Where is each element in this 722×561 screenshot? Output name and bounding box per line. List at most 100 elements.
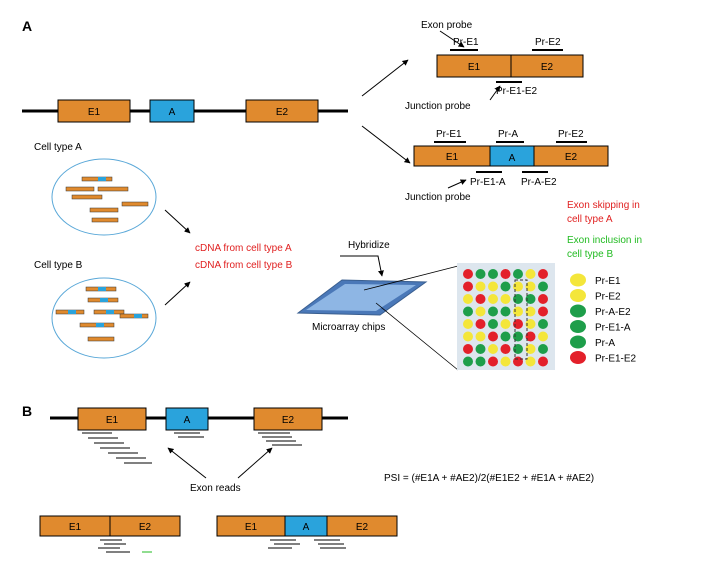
legend-dot [570, 273, 586, 287]
legend-dot [570, 304, 586, 318]
exon-reads-a [174, 432, 204, 438]
b-inc-e1-label: E1 [245, 522, 258, 533]
b-skip-transcript: E1 E2 [39, 515, 181, 553]
array-dot [525, 344, 536, 354]
pr-a-e2-label: Pr-A-E2 [521, 177, 557, 188]
b-skip-e2 [109, 515, 181, 537]
junction-reads-include [268, 539, 346, 549]
exon-reads-e2 [258, 432, 302, 446]
exon-probe-arrow [439, 30, 465, 48]
array-dot [500, 281, 511, 292]
legend-dot [570, 289, 586, 302]
cdna-b-label: cDNA from cell type B [195, 260, 293, 271]
cell-type-a-label: Cell type A [34, 142, 82, 153]
b-skip-e1-label: E1 [69, 522, 82, 533]
reads-arrow-right [237, 447, 273, 479]
b-inc-e2 [326, 515, 398, 537]
array-dot [475, 294, 486, 304]
b-skip-e2-label: E2 [139, 522, 152, 533]
array-dot [525, 319, 536, 329]
reads-arrow-left [167, 447, 207, 479]
exon-a [149, 99, 195, 123]
array-dot [525, 269, 536, 279]
exon-e1-label: E1 [88, 107, 101, 118]
array-dot [475, 306, 486, 317]
legend-dot [570, 320, 586, 333]
array-dot [500, 306, 511, 317]
legend-label: Pr-E1-E2 [595, 354, 637, 365]
psi-formula: PSI = (#E1A + #AE2)/2(#E1E2 + #E1A + #AE… [384, 473, 594, 484]
array-dot [488, 306, 498, 317]
exon-a-label: A [169, 107, 176, 118]
array-dot [513, 269, 523, 279]
hybridize-arrow [340, 255, 384, 277]
skipping-transcript: Exon probe Pr-E1 Pr-E2 E1 E2 Pr-E1-E2 Ju… [405, 20, 584, 112]
array-dot [538, 344, 548, 354]
cell-b-ellipse [51, 277, 157, 359]
array-dot [475, 344, 486, 354]
exon-e2-mid [533, 145, 609, 167]
array-dot [538, 356, 548, 367]
inclusion-transcript: Pr-E1 Pr-A Pr-E2 E1 A E2 Pr-E1-A Pr-A-E2… [405, 129, 609, 203]
array-dot [525, 294, 536, 304]
array-dot [463, 331, 473, 342]
array-dot [463, 356, 473, 367]
array-dot [538, 294, 548, 304]
zoom-line-bottom [375, 302, 459, 371]
array-dot [475, 319, 486, 329]
exon-e2-top-label: E2 [541, 62, 554, 73]
legend-label: Pr-E2 [595, 292, 621, 303]
arrow-cell-a-to-cdna [164, 209, 191, 234]
array-dot [538, 331, 548, 342]
array-dot [500, 294, 511, 304]
exon-e1 [57, 99, 131, 123]
pr-e1-mid-label: Pr-E1 [436, 129, 462, 140]
junction-probe-arrow-1 [489, 85, 501, 101]
array-dot [488, 344, 498, 354]
b-exon-a-label: A [184, 415, 191, 426]
exon-e1-top-label: E1 [468, 62, 481, 73]
b-exon-e1 [77, 407, 147, 431]
microarray-chip-surface [306, 284, 416, 311]
array-dot [525, 331, 536, 342]
panel-a-label: A [22, 18, 32, 34]
junction-probe-arrow-2 [447, 179, 467, 189]
exon-reads-label: Exon reads [190, 483, 241, 494]
legend-dot [570, 351, 586, 364]
pr-e2-top-label: Pr-E2 [535, 37, 561, 48]
exon-e2 [245, 99, 319, 123]
exon-e2-label: E2 [276, 107, 289, 118]
array-dot [500, 269, 511, 279]
array-dot [488, 294, 498, 304]
cell-a-transcripts [65, 176, 149, 223]
array-dot [500, 331, 511, 342]
exon-e2-top [510, 54, 584, 78]
legend-label: Pr-E1-A [595, 323, 631, 334]
array-dot [500, 319, 511, 329]
b-inc-a-label: A [303, 522, 310, 533]
array-dot [525, 356, 536, 367]
array-dot [463, 319, 473, 329]
legend-label: Pr-A [595, 338, 615, 349]
array-highlight-column [514, 279, 528, 360]
exon-e1-mid-label: E1 [446, 152, 459, 163]
pr-a-mid-label: Pr-A [498, 129, 518, 140]
hybridize-label: Hybridize [348, 240, 390, 251]
array-dot [463, 306, 473, 317]
array-dot [488, 356, 498, 367]
array-dot [463, 281, 473, 292]
array-dot [500, 344, 511, 354]
arrow-to-include-transcript [361, 125, 411, 164]
b-exon-a [165, 407, 209, 431]
array-dot [463, 269, 473, 279]
array-dot [500, 356, 511, 367]
exon-probe-label: Exon probe [421, 20, 473, 31]
legend-dot [570, 335, 586, 349]
array-dot [488, 319, 498, 329]
junction-probe-label-2: Junction probe [405, 192, 471, 203]
exon-skipping-line2: cell type A [567, 214, 613, 225]
exon-inclusion-line2: cell type B [567, 249, 613, 260]
legend-label: Pr-A-E2 [595, 307, 631, 318]
array-dot [488, 281, 498, 292]
